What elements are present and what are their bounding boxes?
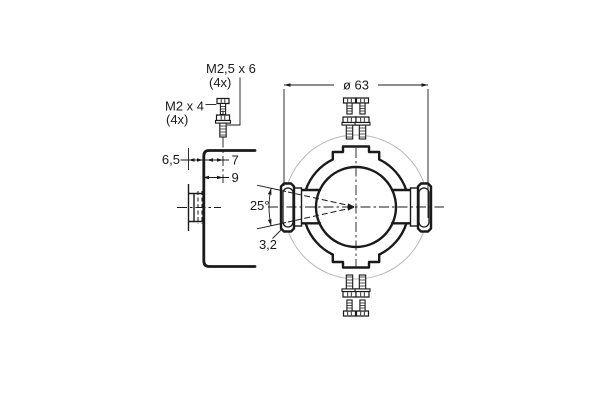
left-clamp-foot — [279, 182, 303, 233]
top-boss — [331, 145, 381, 161]
dim-7-label: 7 — [232, 153, 239, 168]
callout-m2x4: M2 x 4 (4x) — [165, 99, 217, 127]
dimension-diameter-63: ø 63 — [283, 78, 429, 218]
m25x6-leader-line — [227, 77, 241, 126]
m2x4-label: M2 x 4 — [165, 99, 204, 114]
clamp-block-side — [177, 184, 221, 231]
dim-3-2-leader — [272, 228, 283, 239]
right-clamp-foot — [409, 182, 433, 233]
left-neck — [300, 188, 322, 225]
dimension-6-5-and-7: 6,5 7 — [162, 148, 239, 170]
m25x6-label: M2,5 x 6 — [206, 61, 256, 76]
dim-6-5-label: 6,5 — [162, 152, 180, 167]
right-slot — [418, 187, 430, 228]
dim-diameter-label: ø 63 — [343, 78, 369, 93]
left-slot — [282, 187, 294, 228]
top-screws — [341, 97, 371, 140]
dim-3-2-label: 3,2 — [259, 237, 277, 252]
dim-9-label: 9 — [232, 170, 239, 185]
bottom-screws — [341, 274, 371, 317]
bracket-profile — [202, 149, 257, 268]
m25x6-qty-label: (4x) — [209, 75, 231, 90]
dimension-9: 9 — [203, 170, 239, 185]
callout-3-2: 3,2 — [259, 228, 283, 252]
angle-25-dimension: 25° — [250, 184, 355, 230]
right-neck — [390, 188, 412, 225]
m2x4-qty-label: (4x) — [166, 112, 188, 127]
side-view: 6,5 7 9 M2,5 x 6 (4x) M2 x 4 (4x) — [162, 61, 257, 268]
screw-m25x6-side — [214, 114, 232, 138]
callout-m25x6: M2,5 x 6 (4x) — [206, 61, 256, 126]
front-view: 25° 3,2 ø 63 — [250, 78, 444, 317]
dim-25deg-label: 25° — [250, 198, 270, 213]
